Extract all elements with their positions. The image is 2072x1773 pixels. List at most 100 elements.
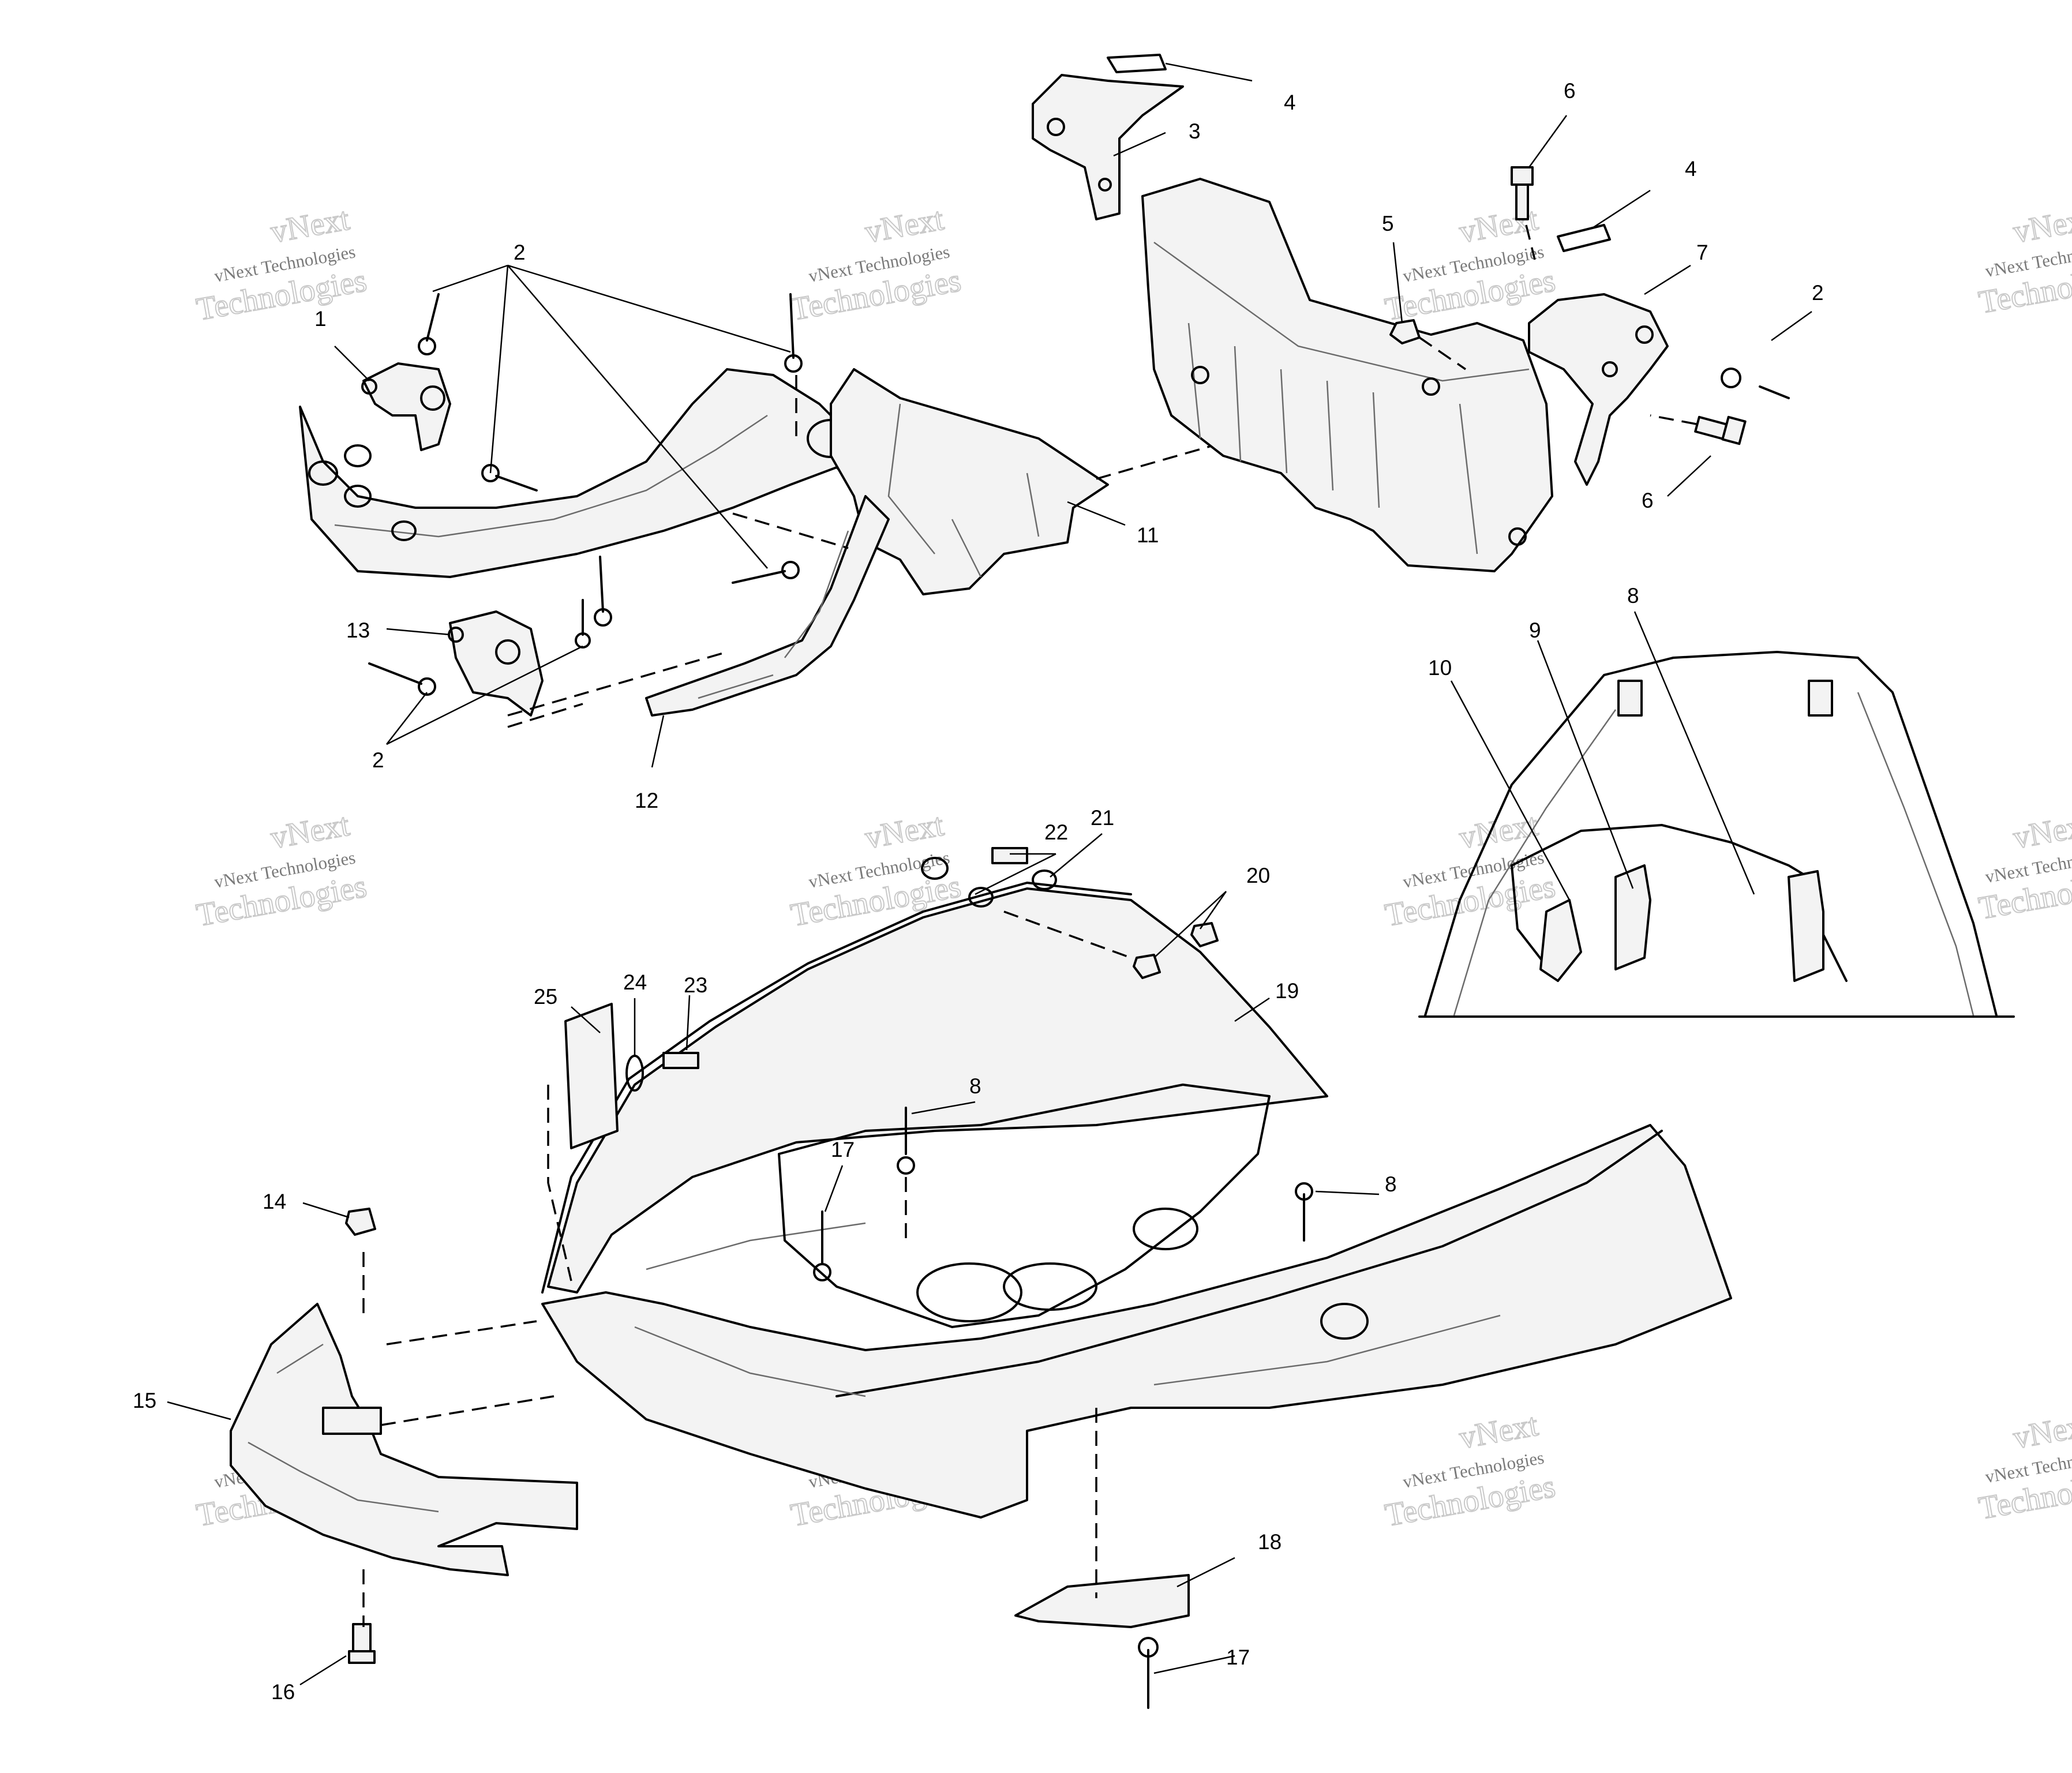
washer (1032, 869, 1057, 890)
grommet (921, 857, 949, 880)
front-frame-assembly (299, 293, 1218, 728)
lightening-hole (391, 520, 417, 541)
leader-line (334, 346, 370, 381)
watermark-brand: vNext (268, 807, 353, 856)
callout-5: 5 (1382, 212, 1394, 235)
leader-line (1165, 62, 1253, 82)
callout-23: 23 (684, 973, 707, 997)
leader-line (1633, 611, 1755, 895)
leader-line (386, 692, 428, 745)
callout-4: 4 (1284, 91, 1296, 114)
lightening-hole (344, 485, 372, 508)
skid-plate (1014, 1574, 1190, 1628)
leader-line (167, 1401, 231, 1420)
decal (1557, 224, 1611, 252)
callout-18: 18 (1258, 1530, 1282, 1554)
watermark: vNext vNext Technologies Technologies (1382, 807, 1558, 934)
leader-line (1050, 833, 1103, 878)
steering-arm (362, 362, 451, 451)
leader-line (1528, 115, 1568, 168)
right-mount-bracket (1528, 293, 1669, 486)
leader-line (489, 265, 509, 474)
leader-line (1199, 891, 1227, 929)
leader-line (386, 645, 583, 745)
assembly-dash-line (732, 512, 849, 549)
callout-7: 7 (1696, 241, 1708, 264)
leader-line (1234, 997, 1270, 1022)
leader-line (824, 1165, 844, 1212)
leader-line (299, 1655, 347, 1686)
front-bumper (230, 1303, 578, 1576)
callout-8: 8 (969, 1074, 981, 1098)
assembly-dash-line (547, 1085, 572, 1281)
bracket-shade (887, 403, 1040, 578)
watermark: vNext vNext Technologies Technologies (788, 201, 964, 328)
left-mount-bracket (1032, 74, 1184, 220)
headlight-opening (916, 1262, 1022, 1322)
steering-arm-hole (361, 378, 377, 395)
callout-9: 9 (1529, 619, 1541, 642)
leader-line (1392, 242, 1403, 324)
leader-line (1176, 1557, 1235, 1588)
leader-line (1771, 310, 1812, 342)
watermark-brand: vNext (2011, 201, 2072, 250)
steering-post (645, 495, 890, 717)
leader-line (1153, 891, 1227, 958)
assembly-dash-line (386, 1320, 537, 1345)
rivet (784, 293, 803, 373)
callout-24: 24 (623, 970, 647, 994)
leader-line (1067, 501, 1126, 526)
headlight-opening (1320, 1303, 1369, 1340)
watermark: vNext vNext Technologies Technologies (193, 807, 370, 934)
rivet (418, 293, 440, 355)
lightening-hole (344, 444, 372, 467)
watermark: vNext vNext Technologies Technologies (1382, 201, 1558, 328)
watermark: vNext vNext Technologies Technologies (1976, 807, 2072, 927)
leader-line (1450, 680, 1571, 901)
watermark-brand: vNext (268, 201, 353, 250)
callout-12: 12 (635, 789, 658, 812)
callout-4: 4 (1685, 157, 1697, 181)
callout-2: 2 (1812, 281, 1824, 305)
nose-pan-shade (634, 1222, 1501, 1397)
airbox-opening (1133, 1208, 1198, 1250)
mount-hole (1508, 527, 1527, 546)
watermark-brand: vNext (863, 807, 947, 856)
inset-mount (1617, 680, 1643, 717)
rivet (575, 599, 591, 649)
bumper-bolt (348, 1623, 376, 1664)
inset-bracket (1614, 864, 1651, 970)
leader-line (1644, 264, 1691, 295)
leader-line (507, 264, 791, 353)
bolt (1511, 166, 1534, 220)
cross-member (1141, 178, 1553, 572)
decal (1107, 54, 1167, 73)
cross-member-assembly (1032, 54, 1790, 572)
callouts: 1 2 3 4 4 5 6 6 7 2 11 12 13 2 8 9 10 22… (133, 79, 1824, 1704)
callout-11: 11 (1137, 523, 1159, 547)
steering-post-shade (698, 530, 849, 699)
watermark-brand: vNext (2011, 1407, 2072, 1456)
callout-13: 13 (346, 619, 370, 642)
leader-line (1153, 1655, 1235, 1674)
callout-14: 14 (263, 1190, 286, 1213)
callout-6: 6 (1564, 79, 1576, 103)
assembly-dash-line (1525, 224, 1536, 260)
callout-21: 21 (1091, 806, 1114, 830)
steering-arm-hole (420, 385, 445, 411)
callout-2: 2 (514, 241, 526, 264)
bumper-mount (322, 1407, 382, 1435)
rivet (594, 556, 612, 627)
leader-line (1537, 640, 1634, 889)
hood (547, 887, 1328, 1294)
assembly-dash-line (1419, 336, 1466, 370)
callout-2: 2 (372, 748, 384, 772)
callout-22: 22 (1044, 820, 1068, 844)
rivet (1721, 368, 1790, 399)
screw (662, 1052, 699, 1069)
airbox-opening (1003, 1262, 1097, 1311)
callout-3: 3 (1189, 119, 1201, 143)
inset-bracket (1788, 870, 1824, 982)
bracket-hole (1602, 361, 1618, 377)
